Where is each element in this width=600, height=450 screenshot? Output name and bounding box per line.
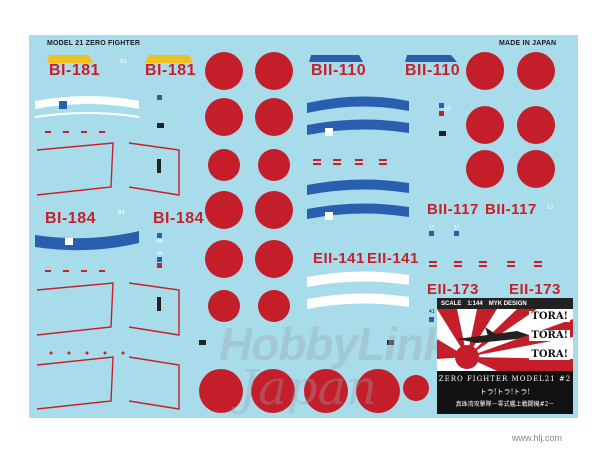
code-bii110-a: BII-110 [311,62,367,79]
hinomaru-4 [255,98,293,136]
hinomaru-10 [255,240,293,278]
num-17-b: 17 [454,225,460,231]
scale-value: 1:144 [467,300,483,307]
hinomaru-8 [255,191,293,229]
num-81: 81 [120,59,127,65]
code-bi181-b: BI-181 [145,62,197,79]
num-10: 10 [444,107,451,113]
hinomaru-13 [199,369,243,413]
hinomaru-16 [356,369,400,413]
sheet-title-left: MODEL 21 ZERO FIGHTER [47,40,141,47]
scale-bar: SCALE 1:144 MYK DESIGN [437,298,573,309]
code-bii117-a: BII-117 [427,201,479,218]
hinomaru-20 [466,106,504,144]
code-eii141-a: EII-141 [313,250,365,267]
code-eii173-b: EII-173 [509,281,561,298]
brand-name: MYK DESIGN [488,300,527,307]
decal-artwork [34,55,542,410]
rising-sun-art: TORA! TORA! TORA! [437,309,573,371]
hinomaru-2 [255,52,293,90]
code-bii117-b: BII-117 [485,201,537,218]
code-bi181-a: BI-181 [49,62,101,79]
hinomaru-5 [208,149,240,181]
num-17-a: 17 [429,225,435,231]
hinomaru-14 [251,369,295,413]
hinomaru-3 [205,98,243,136]
code-bi184-a: BI-184 [45,210,97,227]
product-name: ZERO FIGHTER MODEL21 #2 [438,375,572,383]
tora-2: TORA! [529,330,570,341]
watermark-country: Japan [239,360,378,416]
jp-subtitle: 真珠湾攻撃隊－零式艦上戦闘機#2－ [455,401,555,408]
num-41-a: 41 [429,309,435,315]
hinomaru-12 [258,290,290,322]
hinomaru-17 [403,375,429,401]
hinomaru-19 [517,52,555,90]
jp-title: トラ!トラ!トラ! [479,388,531,396]
hinomaru-7 [205,191,243,229]
code-eii173-a: EII-173 [427,281,479,298]
num-17: 17 [547,205,554,211]
tora-3: TORA! [529,349,570,360]
num-84: 84 [118,210,125,216]
code-bi184-b: BI-184 [153,210,205,227]
tora-1: TORA! [529,311,570,322]
scale-label: SCALE [441,300,462,307]
hinomaru-11 [208,290,240,322]
decal-sheet: MODEL 21 ZERO FIGHTER MADE IN JAPAN [29,35,578,418]
hinomaru-22 [466,150,504,188]
num-84-b: 84 [157,251,163,257]
hinomaru-6 [258,149,290,181]
num-84-a: 84 [157,239,163,245]
sheet-title-right: MADE IN JAPAN [499,40,557,47]
hinomaru-1 [205,52,243,90]
hinomaru-9 [205,240,243,278]
watermark-url: www.hlj.com [512,433,563,443]
product-logo-block: SCALE 1:144 MYK DESIGN TORA! TORA! [437,298,573,414]
hinomaru-23 [517,150,555,188]
code-eii141-b: EII-141 [367,250,419,267]
hinomaru-15 [304,369,348,413]
hinomaru-21 [517,106,555,144]
code-bii110-b: BII-110 [405,62,461,79]
rising-sun-icon [437,309,573,371]
hinomaru-18 [466,52,504,90]
watermark-brand: HobbyLink [219,318,449,370]
